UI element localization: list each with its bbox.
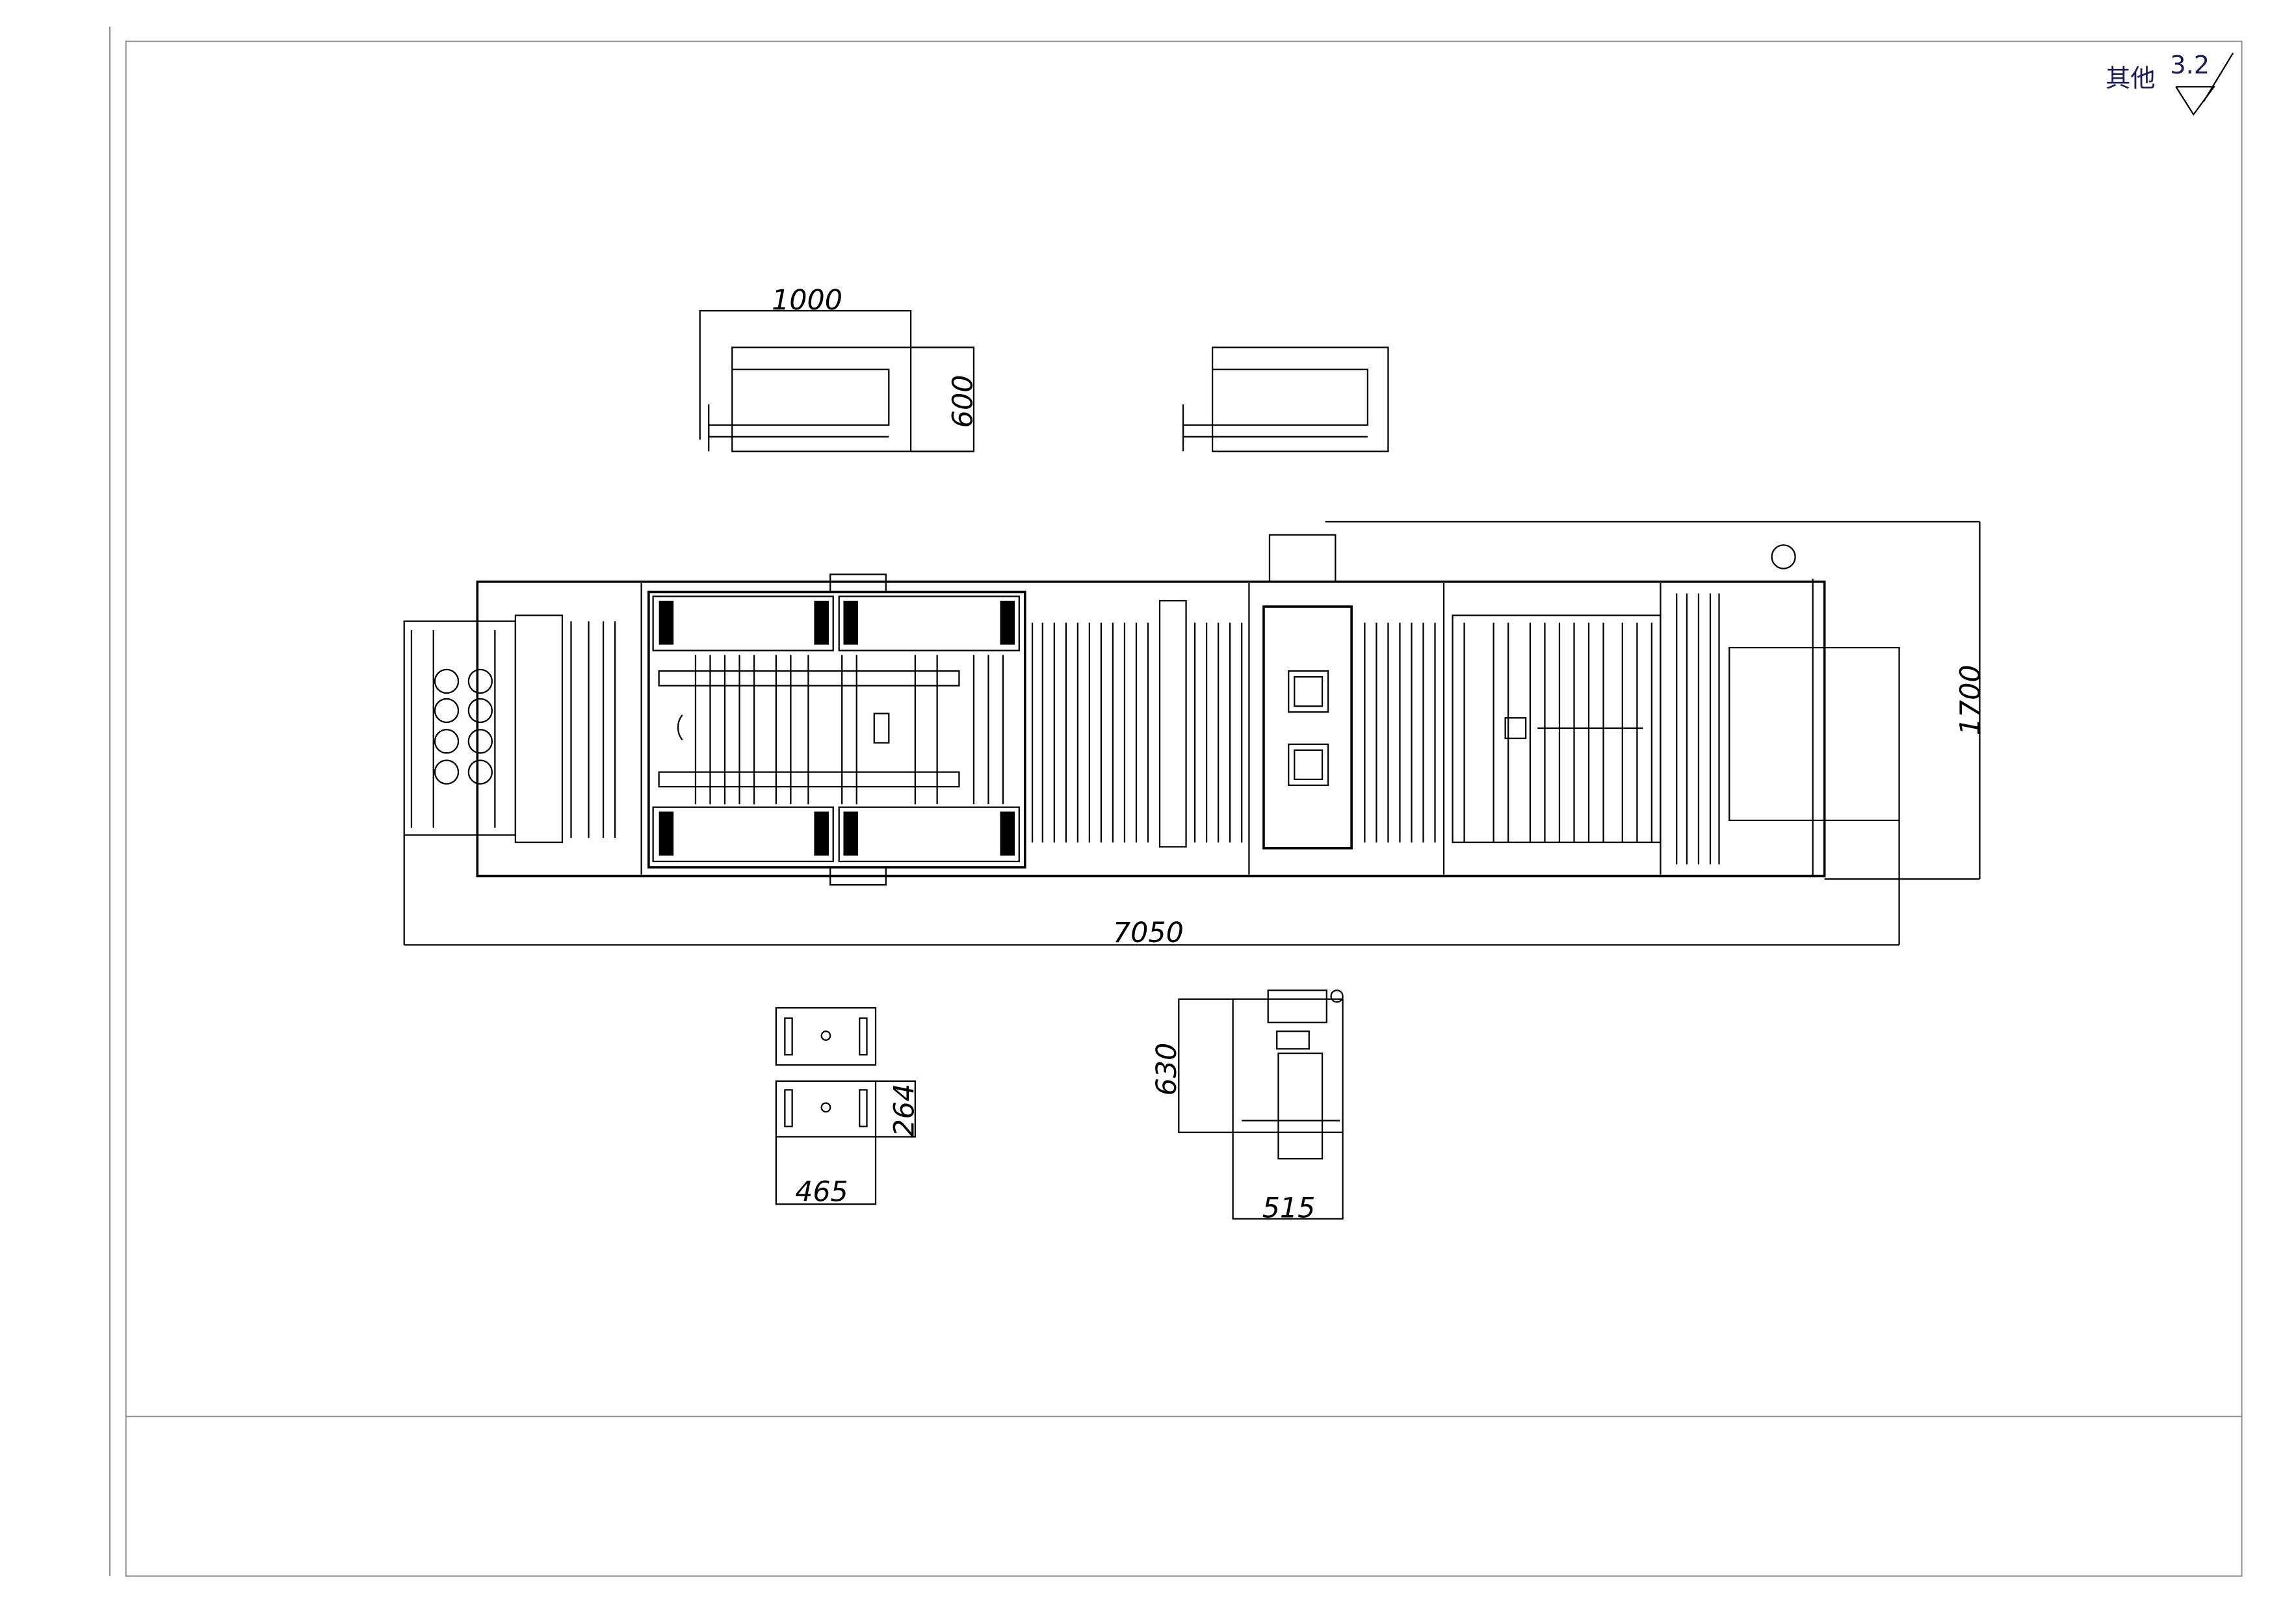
top-part-left: 1000 600 (699, 284, 980, 452)
surface-roughness-symbol: 其他 3.2 (2106, 51, 2234, 116)
part-b-views: 630 515 (1151, 990, 1344, 1224)
dim-part-a-height: 264 (889, 1084, 921, 1137)
dim-top-width: 1000 (772, 284, 842, 317)
dim-overall-height-text: 1700 (1954, 664, 1987, 735)
sheet-frame (109, 27, 2243, 1577)
dim-overall-height: 1700 (1325, 521, 1987, 880)
dim-part-b-height: 630 (1151, 1043, 1183, 1096)
dim-top-height: 600 (947, 375, 980, 428)
nozzle-circles (434, 668, 493, 785)
dim-part-b-width: 515 (1262, 1192, 1316, 1224)
vent-slots (659, 601, 1015, 856)
surface-note-label: 其他 (2106, 64, 2156, 93)
dim-overall-length-text: 7050 (1113, 917, 1184, 949)
dim-part-a-width: 465 (795, 1176, 848, 1209)
top-part-right (1182, 347, 1389, 452)
part-a-views: 264 465 (775, 1007, 921, 1209)
roller-lines (694, 534, 1900, 876)
dim-overall-length: 7050 (403, 820, 1900, 949)
roughness-value: 3.2 (2170, 51, 2210, 80)
machine-plan-view (403, 534, 1900, 886)
